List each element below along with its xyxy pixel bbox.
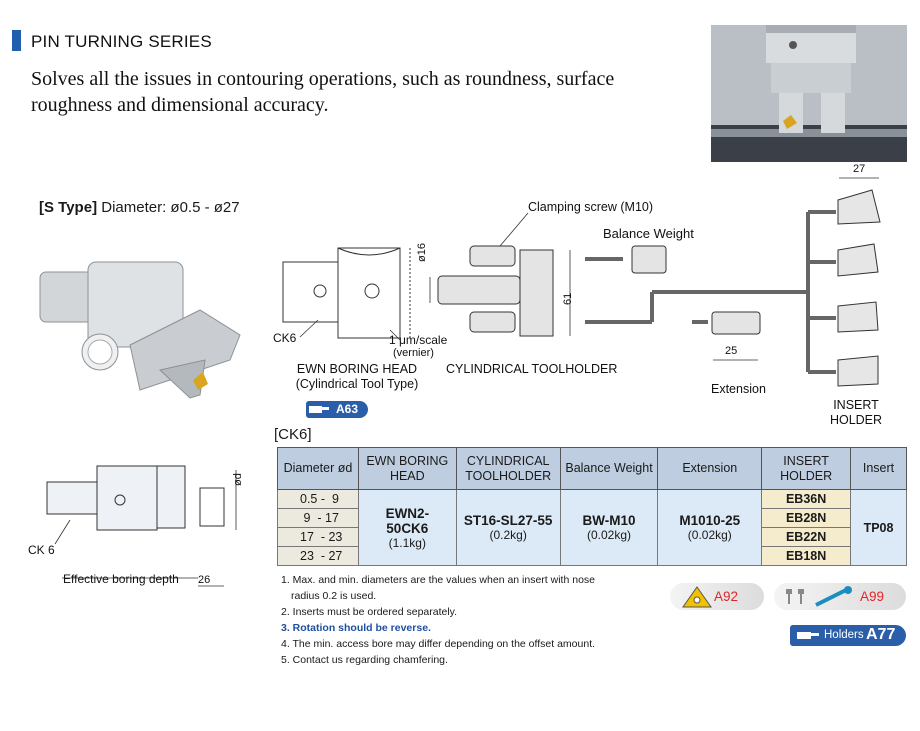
note-2: 2. Inserts must be ordered separately.	[281, 606, 458, 618]
note-5: 5. Contact us regarding chamfering.	[281, 654, 448, 666]
extension-cell: M1010-25 (0.02kg)	[657, 489, 763, 566]
stype-diameter: Diameter: ø0.5 - ø27	[101, 199, 240, 216]
stype-heading: [S Type] Diameter: ø0.5 - ø27	[39, 199, 240, 216]
triangle-insert-icon	[682, 586, 712, 608]
dim-26: 26	[198, 574, 211, 586]
pointing-hand-icon	[309, 406, 329, 413]
dim-25: 25	[725, 345, 738, 357]
diameter-cell: 0.5 - 9	[277, 489, 359, 509]
diameter-cell: 17 - 23	[277, 527, 359, 547]
label-scale: 1 μm/scale	[389, 333, 448, 347]
ref-a99-label: A99	[860, 589, 885, 604]
label-holder: HOLDER	[829, 413, 883, 427]
boring-head-3d-illustration	[39, 261, 241, 399]
ref-holders-label: Holders	[824, 629, 864, 641]
label-ck6-side: CK 6	[28, 543, 55, 557]
screw-and-wrench-icon	[786, 586, 852, 607]
label-ck6: CK6	[273, 331, 297, 345]
table-row: 17 - 23 EB22N	[277, 527, 907, 547]
series-title: PIN TURNING SERIES	[31, 32, 212, 51]
ref-holders-a77-button[interactable]: Holders A77	[790, 625, 906, 646]
table-row: 23 - 27 EB18N	[277, 546, 907, 566]
label-vernier: (vernier)	[393, 347, 434, 359]
dim-diameter-16: ø16	[416, 243, 428, 262]
note-1a: 1. Max. and min. diameters are the value…	[281, 574, 595, 586]
label-ewn-boring-head: EWN BORING HEAD	[296, 362, 418, 376]
label-cylindrical-toolholder: CYLINDRICAL TOOLHOLDER	[446, 362, 618, 376]
header-extension: Extension	[657, 447, 763, 490]
section-accent-bar	[12, 30, 21, 51]
holder-cell: EB18N	[761, 546, 852, 566]
dim-27: 27	[853, 163, 866, 175]
header-diameter: Diameter ød	[277, 447, 359, 490]
ref-a63-button[interactable]: A63	[306, 401, 368, 418]
table-row: 9 - 17 EB28N	[277, 508, 907, 528]
cyl-cell: ST16-SL27-55 (0.2kg)	[455, 489, 561, 566]
note-4: 4. The min. access bore may differ depen…	[281, 638, 596, 650]
stype-tag: [S Type]	[39, 199, 98, 216]
diameter-cell: 9 - 17	[277, 508, 359, 528]
table-row: 0.5 - 9 EWN2- 50CK6 (1.1kg) ST16-SL27-55…	[277, 489, 907, 566]
header-balance: Balance Weight	[559, 447, 659, 490]
note-1b: radius 0.2 is used.	[291, 590, 377, 602]
ref-a92-label: A92	[714, 589, 739, 604]
label-extension: Extension	[711, 382, 766, 396]
label-cylindrical-tool-type: (Cylindrical Tool Type)	[295, 377, 419, 391]
header-insert: Insert	[850, 447, 907, 490]
dim-od: ød	[232, 473, 244, 486]
note-3: 3. Rotation should be reverse.	[281, 622, 431, 634]
table-ck6-label: [CK6]	[274, 426, 312, 443]
pointing-hand-icon	[797, 632, 819, 639]
product-photo	[711, 25, 907, 162]
balance-cell: BW-M10 (0.02kg)	[559, 489, 659, 566]
ref-a92-button[interactable]: A92	[670, 583, 764, 610]
ref-a99-button[interactable]: A99	[774, 583, 906, 610]
ewn-cell: EWN2- 50CK6 (1.1kg)	[357, 489, 457, 566]
ref-a63-label: A63	[336, 402, 359, 416]
holder-cell: EB36N	[761, 489, 852, 509]
diameter-cell: 23 - 27	[277, 546, 359, 566]
lead-text: Solves all the issues in contouring oper…	[31, 68, 615, 116]
insert-cell: TP08	[850, 489, 907, 566]
ref-a77-label: A77	[866, 626, 896, 643]
notes-list: 1. Max. and min. diameters are the value…	[281, 572, 681, 668]
label-balance-weight: Balance Weight	[603, 226, 694, 241]
label-insert: INSERT	[833, 398, 879, 412]
holder-cell: EB28N	[761, 508, 852, 528]
label-clamping-screw: Clamping screw (M10)	[528, 200, 654, 214]
dim-61: 61	[562, 292, 574, 305]
label-effective-boring-depth: Effective boring depth	[63, 572, 179, 586]
holder-cell: EB22N	[761, 527, 852, 547]
